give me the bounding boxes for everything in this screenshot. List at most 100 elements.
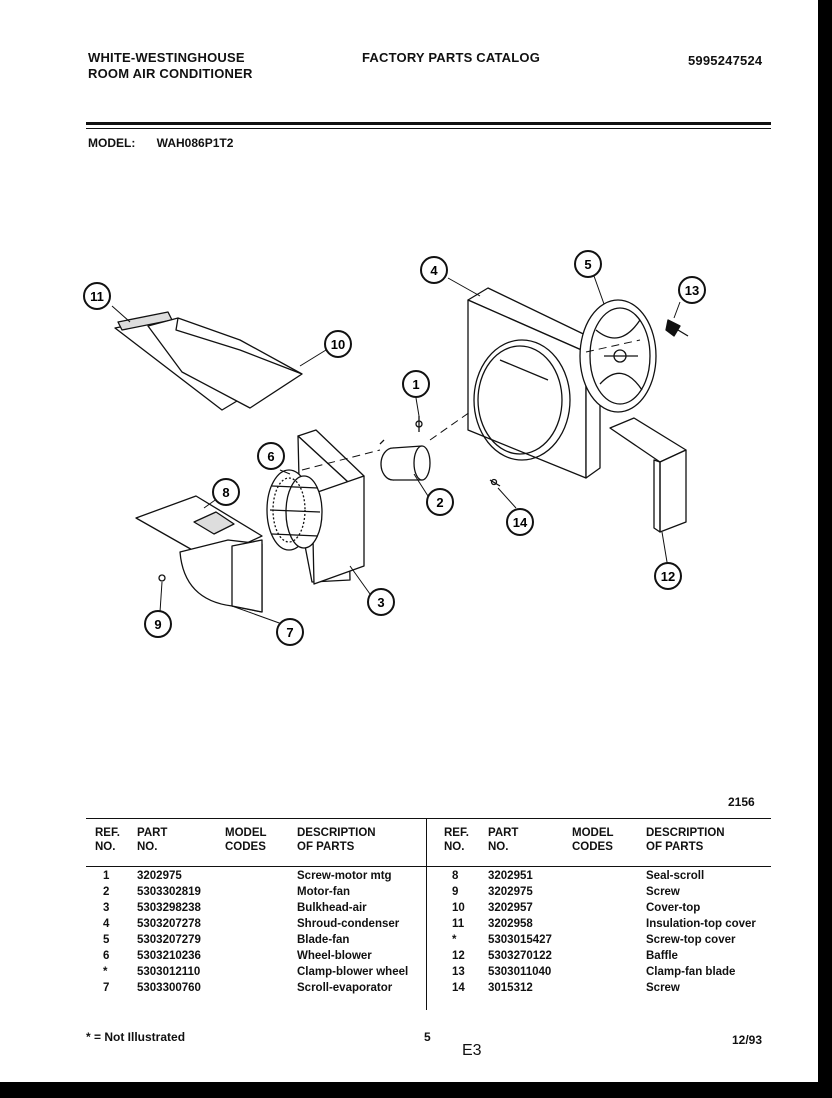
model-codes-cell bbox=[225, 950, 297, 966]
header-rule-thin bbox=[86, 128, 771, 129]
description-cell: Scroll-evaporator bbox=[297, 982, 393, 994]
part-number-cell: 3202951 bbox=[488, 870, 533, 882]
part-number-cell: 3202975 bbox=[137, 870, 182, 882]
callout-2: 2 bbox=[426, 488, 454, 516]
ref-cell: 9 bbox=[452, 886, 459, 898]
ref-cell: 12 bbox=[452, 950, 465, 962]
description-cell: Seal-scroll bbox=[646, 870, 705, 882]
description-cell: Blade-fan bbox=[297, 934, 350, 946]
part-cover-top bbox=[147, 317, 303, 409]
ref-cell: 14 bbox=[452, 982, 465, 994]
model-value: WAH086P1T2 bbox=[156, 136, 234, 150]
product-name: ROOM AIR CONDITIONER bbox=[88, 66, 253, 81]
callout-number: 8 bbox=[222, 485, 229, 500]
description-cell: Screw bbox=[646, 886, 680, 898]
callout-4: 4 bbox=[420, 256, 448, 284]
ref-cell: 2 bbox=[103, 886, 110, 898]
table-row: 9 3202975 Screw bbox=[444, 886, 776, 902]
header-left: WHITE-WESTINGHOUSE ROOM AIR CONDITIONER bbox=[88, 50, 253, 82]
header-rule-thick bbox=[86, 122, 771, 125]
callout-7: 7 bbox=[276, 618, 304, 646]
part-number-cell: 5303270122 bbox=[488, 950, 552, 962]
callout-9: 9 bbox=[144, 610, 172, 638]
part-wheel-blower bbox=[266, 469, 323, 551]
description-cell: Insulation-top cover bbox=[646, 918, 756, 930]
table-row: 10 3202957 Cover-top bbox=[444, 902, 776, 918]
description-cell: Cover-top bbox=[646, 902, 701, 914]
callout-number: 14 bbox=[513, 515, 528, 530]
callout-1: 1 bbox=[402, 370, 430, 398]
callout-number: 12 bbox=[661, 569, 675, 584]
model-codes-cell bbox=[225, 918, 297, 934]
ref-cell: 13 bbox=[452, 966, 465, 978]
table-row: * 5303015427 Screw-top cover bbox=[444, 934, 776, 950]
model-codes-cell bbox=[572, 950, 646, 966]
part-number-cell: 5303015427 bbox=[488, 934, 552, 946]
description-cell: Screw-top cover bbox=[646, 934, 736, 946]
ref-cell: 11 bbox=[452, 918, 465, 930]
model-codes-cell bbox=[225, 982, 297, 998]
ref-cell: 10 bbox=[452, 902, 465, 914]
callout-number: 6 bbox=[267, 449, 274, 464]
part-number-cell: 5303300760 bbox=[137, 982, 201, 994]
description-cell: Screw bbox=[646, 982, 680, 994]
part-number-cell: 3202975 bbox=[488, 886, 533, 898]
part-clamp-fan-blade bbox=[665, 319, 689, 337]
not-illustrated-note: * = Not Illustrated bbox=[86, 1030, 186, 1044]
ref-cell: 5 bbox=[103, 934, 110, 946]
model-codes-cell bbox=[572, 934, 646, 950]
part-number-cell: 5303012110 bbox=[137, 966, 201, 978]
callout-number: 4 bbox=[430, 263, 438, 278]
description-cell: Clamp-blower wheel bbox=[297, 966, 409, 978]
page-number: 5 bbox=[424, 1030, 431, 1044]
part-motor-fan bbox=[379, 439, 431, 481]
description-cell: Bulkhead-air bbox=[297, 902, 367, 914]
callout-8: 8 bbox=[212, 478, 240, 506]
callout-5: 5 bbox=[574, 250, 602, 278]
table-header-rule bbox=[86, 866, 771, 867]
callout-13: 13 bbox=[678, 276, 706, 304]
ref-cell: 1 bbox=[103, 870, 110, 882]
part-baffle bbox=[609, 417, 687, 533]
ref-cell: 7 bbox=[103, 982, 110, 994]
callout-number: 9 bbox=[154, 617, 161, 632]
part-blade-fan bbox=[579, 299, 657, 413]
table-column-divider bbox=[426, 818, 427, 1010]
section-code: E3 bbox=[462, 1042, 482, 1059]
callout-11: 11 bbox=[83, 282, 111, 310]
description-cell: Wheel-blower bbox=[297, 950, 372, 962]
revision-date: 12/93 bbox=[732, 1033, 763, 1047]
callout-number: 13 bbox=[685, 283, 699, 298]
model-codes-cell bbox=[225, 966, 297, 982]
callout-6: 6 bbox=[257, 442, 285, 470]
table-row: 1 3202975 Screw-motor mtg bbox=[95, 870, 427, 886]
part-number-cell: 5303207278 bbox=[137, 918, 201, 930]
model-codes-cell bbox=[225, 870, 297, 886]
description-cell: Screw-motor mtg bbox=[297, 870, 392, 882]
ref-cell: 3 bbox=[103, 902, 110, 914]
callout-number: 11 bbox=[90, 289, 104, 304]
callout-number: 2 bbox=[436, 495, 443, 510]
col-ref: REF.NO. bbox=[95, 827, 120, 853]
ref-cell: 4 bbox=[103, 918, 110, 930]
ref-cell: * bbox=[452, 934, 457, 946]
part-number-cell: 3202957 bbox=[488, 902, 533, 914]
part-number-cell: 5303210236 bbox=[137, 950, 201, 962]
callout-10: 10 bbox=[324, 330, 352, 358]
ref-cell: 8 bbox=[452, 870, 459, 882]
table-row: 7 5303300760 Scroll-evaporator bbox=[95, 982, 427, 998]
callout-number: 5 bbox=[584, 257, 591, 272]
model-codes-cell bbox=[572, 918, 646, 934]
callout-number: 7 bbox=[286, 625, 293, 640]
